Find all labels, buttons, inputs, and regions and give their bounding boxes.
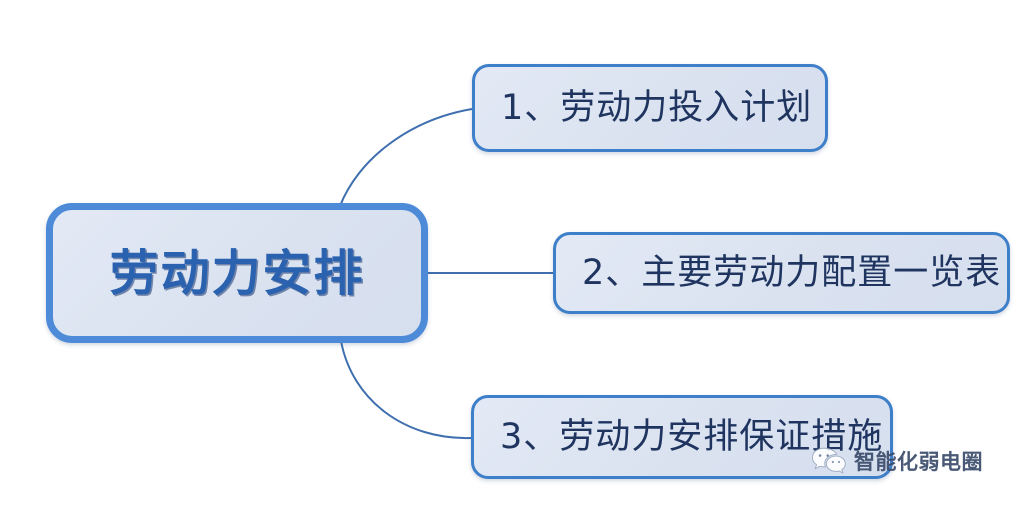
connector-root-to-branch-1 bbox=[339, 108, 473, 207]
mindmap-branch-node-1[interactable]: 1、劳动力投入计划 bbox=[472, 64, 828, 152]
mindmap-branch-node-2[interactable]: 2、主要劳动力配置一览表 bbox=[553, 232, 1010, 314]
mindmap-branch-node-3[interactable]: 3、劳动力安排保证措施 bbox=[471, 395, 893, 479]
branch-node-2-label: 2、主要劳动力配置一览表 bbox=[582, 252, 1002, 293]
connector-root-to-branch-3 bbox=[340, 340, 472, 440]
mindmap-root-node[interactable]: 劳动力安排 bbox=[46, 203, 428, 343]
branch-node-3-label: 3、劳动力安排保证措施 bbox=[500, 416, 884, 457]
branch-node-1-label: 1、劳动力投入计划 bbox=[501, 87, 813, 128]
root-node-label: 劳动力安排 bbox=[109, 244, 365, 302]
